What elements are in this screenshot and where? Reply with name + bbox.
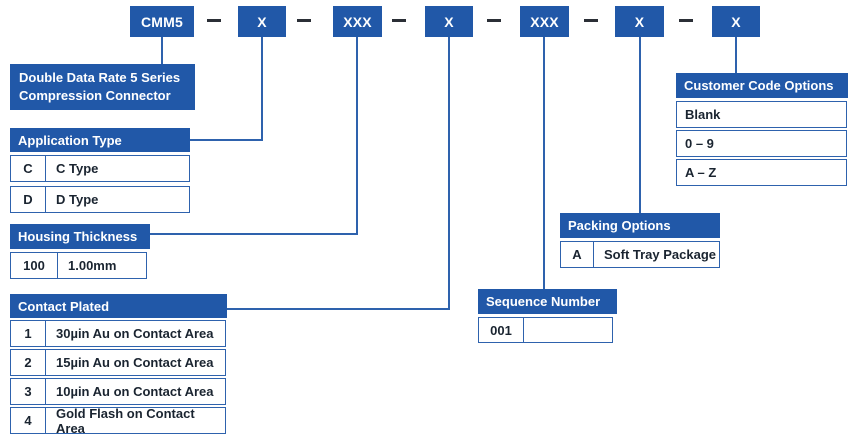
customer-code-label: A – Z <box>685 165 717 180</box>
packing-options-header: Packing Options <box>560 213 720 238</box>
application-type-code: C <box>11 156 46 181</box>
contact-plated-label: 15µin Au on Contact Area <box>56 355 214 370</box>
packing-options-code: A <box>561 242 594 267</box>
code-box-series: CMM5 <box>130 6 194 37</box>
application-type-header: Application Type <box>10 128 190 152</box>
connector-line-housing-thickness <box>150 233 358 235</box>
contact-plated-label: 30µin Au on Contact Area <box>56 326 214 341</box>
dash-separator <box>207 19 221 22</box>
sequence-number-header: Sequence Number <box>478 289 617 314</box>
connector-line-packing-options <box>639 37 641 213</box>
dash-separator <box>297 19 311 22</box>
code-box-contact-plated: X <box>425 6 473 37</box>
code-box-customer-code: X <box>712 6 760 37</box>
dash-separator <box>679 19 693 22</box>
connector-line-application-type <box>190 139 263 141</box>
code-box-sequence-number: XXX <box>520 6 569 37</box>
sequence-number-label <box>524 318 612 342</box>
contact-plated-code: 2 <box>11 350 46 375</box>
table-row: 4 Gold Flash on Contact Area <box>10 405 226 436</box>
series-description-line2: Compression Connector <box>19 88 171 103</box>
connector-line-sequence-number <box>543 37 545 289</box>
connector-line-housing-thickness <box>356 37 358 235</box>
code-box-packing-options: X <box>615 6 664 37</box>
contact-plated-header: Contact Plated <box>10 294 227 318</box>
table-row: 3 10µin Au on Contact Area <box>10 378 226 405</box>
packing-options-label: Soft Tray Package <box>604 247 716 262</box>
housing-thickness-code: 100 <box>11 253 58 278</box>
table-row: C C Type <box>10 155 190 182</box>
contact-plated-label: Gold Flash on Contact Area <box>56 405 195 436</box>
series-description-box: Double Data Rate 5 Series Compression Co… <box>10 64 195 110</box>
sequence-number-code: 001 <box>479 318 524 342</box>
dash-separator <box>487 19 501 22</box>
customer-code-label: Blank <box>685 107 721 122</box>
customer-code-header: Customer Code Options <box>676 73 848 98</box>
customer-code-label: 0 – 9 <box>685 136 714 151</box>
table-row: 0 – 9 <box>676 130 847 157</box>
contact-plated-code: 4 <box>11 408 46 433</box>
housing-thickness-label: 1.00mm <box>68 258 117 273</box>
contact-plated-code: 3 <box>11 379 46 404</box>
dash-separator <box>392 19 406 22</box>
table-row: 2 15µin Au on Contact Area <box>10 349 226 376</box>
table-row: 1 30µin Au on Contact Area <box>10 320 226 347</box>
code-box-application-type: X <box>238 6 286 37</box>
housing-thickness-header: Housing Thickness <box>10 224 150 249</box>
table-row: 100 1.00mm <box>10 252 147 279</box>
dash-separator <box>584 19 598 22</box>
connector-line-application-type <box>261 37 263 141</box>
code-box-housing-thickness: XXX <box>333 6 382 37</box>
connector-line-series <box>161 37 163 64</box>
connector-line-contact-plated <box>227 308 450 310</box>
application-type-label: D Type <box>56 192 99 207</box>
contact-plated-code: 1 <box>11 321 46 346</box>
table-row: A – Z <box>676 159 847 186</box>
connector-line-customer-code <box>735 37 737 73</box>
application-type-label: C Type <box>56 161 99 176</box>
application-type-code: D <box>11 187 46 212</box>
table-row: 001 <box>478 317 613 343</box>
table-row: Blank <box>676 101 847 128</box>
series-description-line1: Double Data Rate 5 Series <box>19 70 181 86</box>
table-row: D D Type <box>10 186 190 213</box>
connector-line-contact-plated <box>448 37 450 310</box>
table-row: A Soft Tray Package <box>560 241 720 268</box>
contact-plated-label: 10µin Au on Contact Area <box>56 384 214 399</box>
